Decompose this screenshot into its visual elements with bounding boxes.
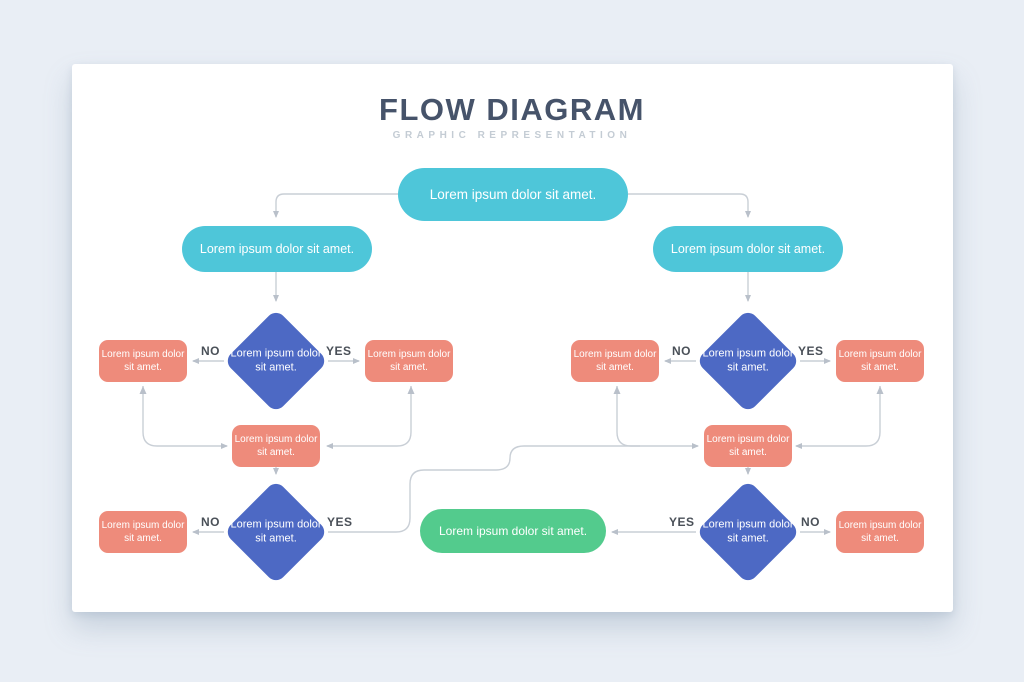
rect-left-no-label: Lorem ipsum dolor sit amet.: [101, 348, 185, 374]
rect-left-yes-label: Lorem ipsum dolor sit amet.: [367, 348, 451, 374]
no-label-right-bottom: NO: [801, 515, 820, 529]
page-title: FLOW DIAGRAM: [379, 92, 645, 127]
yes-label-left-bottom: YES: [327, 515, 353, 529]
flow-node-end: Lorem ipsum dolor sit amet.: [420, 509, 606, 553]
no-label-left-top: NO: [201, 344, 220, 358]
rect-left-merge: Lorem ipsum dolor sit amet.: [232, 425, 320, 467]
rect-left-yes: Lorem ipsum dolor sit amet.: [365, 340, 453, 382]
rect-right-no-label: Lorem ipsum dolor sit amet.: [573, 348, 657, 374]
rect-right-bottom-no-label: Lorem ipsum dolor sit amet.: [838, 519, 922, 545]
flow-node-end-label: Lorem ipsum dolor sit amet.: [438, 524, 588, 538]
decision-left-top-label: Lorem ipsum dolor sit amet.: [230, 347, 322, 374]
flow-node-left-process-label: Lorem ipsum dolor sit amet.: [199, 242, 355, 256]
flow-node-right-process-label: Lorem ipsum dolor sit amet.: [670, 242, 826, 256]
rect-right-bottom-no: Lorem ipsum dolor sit amet.: [836, 511, 924, 553]
flow-node-left-process: Lorem ipsum dolor sit amet.: [182, 226, 372, 272]
rect-right-merge-label: Lorem ipsum dolor sit amet.: [706, 433, 790, 459]
flow-node-start-label: Lorem ipsum dolor sit amet.: [429, 187, 597, 202]
flow-node-start: Lorem ipsum dolor sit amet.: [398, 168, 628, 221]
yes-label-left-top: YES: [326, 344, 352, 358]
rect-right-yes-label: Lorem ipsum dolor sit amet.: [838, 348, 922, 374]
rect-left-bottom-no: Lorem ipsum dolor sit amet.: [99, 511, 187, 553]
rect-right-merge: Lorem ipsum dolor sit amet.: [704, 425, 792, 467]
decision-diamond-right-bottom: Lorem ipsum dolor sit amet.: [695, 479, 801, 585]
rect-right-yes: Lorem ipsum dolor sit amet.: [836, 340, 924, 382]
rect-right-no: Lorem ipsum dolor sit amet.: [571, 340, 659, 382]
decision-right-bottom-label: Lorem ipsum dolor sit amet.: [702, 518, 794, 545]
rect-left-bottom-no-label: Lorem ipsum dolor sit amet.: [101, 519, 185, 545]
page-subtitle: GRAPHIC REPRESENTATION: [392, 130, 632, 141]
no-label-left-bottom: NO: [201, 515, 220, 529]
decision-right-top-label: Lorem ipsum dolor sit amet.: [702, 347, 794, 374]
yes-label-right-top: YES: [798, 344, 824, 358]
flow-node-right-process: Lorem ipsum dolor sit amet.: [653, 226, 843, 272]
decision-left-bottom-label: Lorem ipsum dolor sit amet.: [230, 518, 322, 545]
rect-left-merge-label: Lorem ipsum dolor sit amet.: [234, 433, 318, 459]
decision-diamond-left-top: Lorem ipsum dolor sit amet.: [223, 308, 329, 414]
yes-label-right-bottom: YES: [669, 515, 695, 529]
no-label-right-top: NO: [672, 344, 691, 358]
rect-left-no: Lorem ipsum dolor sit amet.: [99, 340, 187, 382]
decision-diamond-right-top: Lorem ipsum dolor sit amet.: [695, 308, 801, 414]
decision-diamond-left-bottom: Lorem ipsum dolor sit amet.: [223, 479, 329, 585]
